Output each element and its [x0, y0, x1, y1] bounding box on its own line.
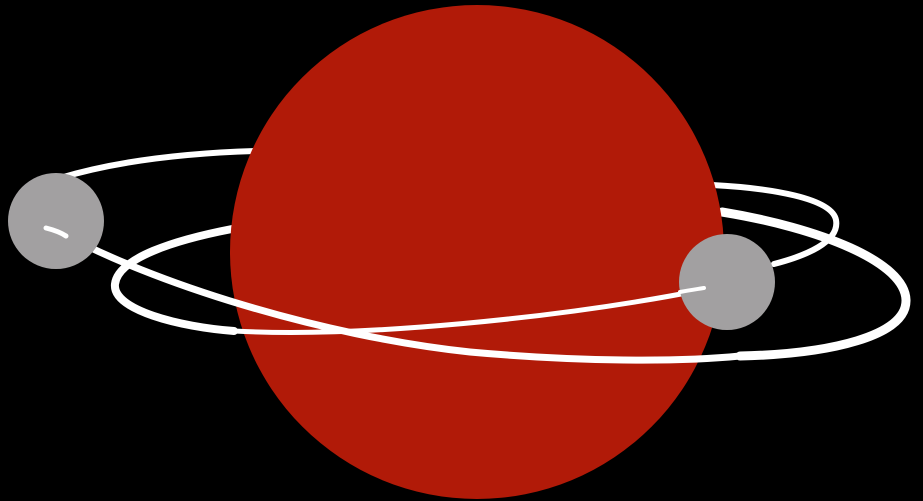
moon-left — [8, 173, 104, 269]
planet — [230, 5, 724, 499]
moon-right — [679, 234, 775, 330]
